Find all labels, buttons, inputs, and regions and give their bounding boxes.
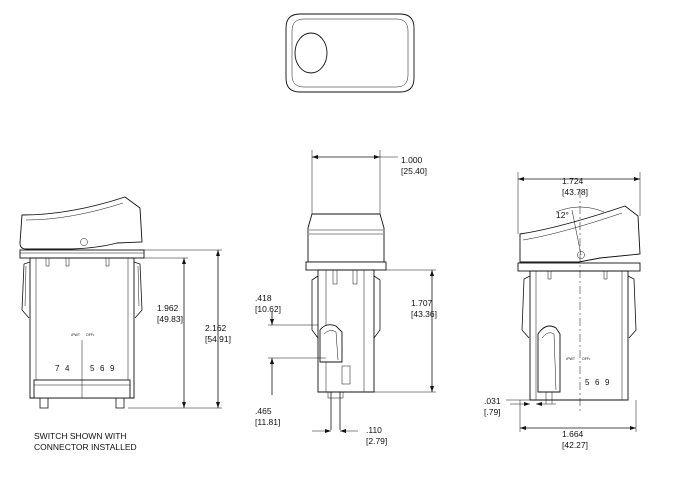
pin-label: 5: [585, 378, 590, 387]
end-dimension-lines: [268, 150, 436, 433]
dim-terminal-inch: .110: [366, 425, 382, 435]
dim-angle: 12°: [556, 210, 569, 220]
indicator-lens: [294, 32, 328, 74]
pin-label: 9: [110, 364, 115, 373]
dim-height-total-inch: 2.162: [205, 323, 227, 333]
dim-base-width-inch: 1.664: [562, 429, 584, 439]
dim-width-side-inch: 1.724: [562, 176, 584, 186]
dim-thickness-mm: [.79]: [484, 407, 501, 417]
dim-height-body-inch: 1.962: [157, 303, 179, 313]
pivot-mark: [577, 251, 585, 259]
dim-base-width-mm: [42.27]: [562, 440, 588, 450]
marking-off: OFF•: [86, 333, 95, 337]
note-line-1: SWITCH SHOWN WITH: [34, 431, 127, 441]
side-dimension-lines: [506, 172, 641, 432]
marking-off: OFF•: [582, 357, 591, 361]
pin-label: 7: [55, 364, 60, 373]
end-view-switch: [305, 213, 387, 430]
top-view-rocker-cap: [285, 13, 415, 93]
dim-height-total-mm: [54.91]: [205, 334, 231, 344]
pin-label: 6: [595, 378, 600, 387]
note-line-2: CONNECTOR INSTALLED: [34, 442, 137, 452]
dim-width-side-mm: [43.78]: [562, 187, 588, 197]
dim-height-end-inch: 1.707: [411, 298, 433, 308]
pivot-mark: [80, 238, 88, 246]
dim-lower-offset-mm: [11.81]: [255, 417, 280, 427]
marking-pwt: •PWT: [71, 333, 81, 337]
side-view-switch: [517, 190, 641, 412]
dim-upper-offset-inch: .418: [255, 293, 272, 303]
dim-lower-offset-inch: .465: [255, 406, 272, 416]
marking-pwt: •PWT: [566, 357, 576, 361]
dim-height-end-mm: [43.36]: [411, 309, 437, 319]
dim-width-top-mm: [25.40]: [401, 166, 427, 176]
pin-label: 9: [605, 378, 610, 387]
dim-height-body-mm: [49.83]: [157, 314, 183, 324]
dim-upper-offset-mm: [10.62]: [255, 304, 281, 314]
pin-label: 5: [90, 364, 95, 373]
front-dimension-lines: [128, 249, 222, 409]
dim-thickness-inch: .031: [484, 396, 501, 406]
pin-label: 4: [65, 364, 70, 373]
front-view-switch: [19, 196, 145, 409]
dim-terminal-mm: [2.79]: [366, 436, 387, 446]
dim-width-top-inch: 1.000: [401, 155, 423, 165]
pin-label: 6: [100, 364, 105, 373]
